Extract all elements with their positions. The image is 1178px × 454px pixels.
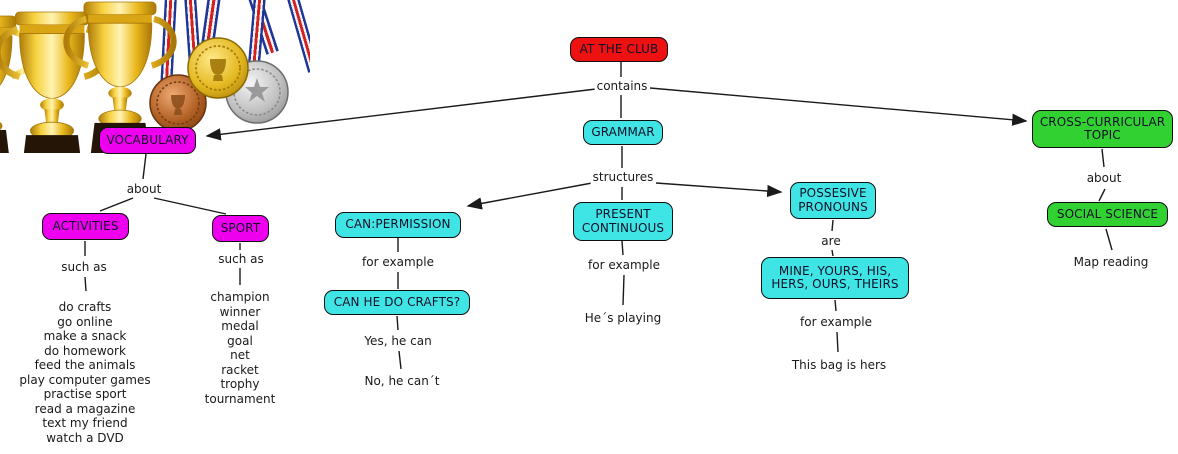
node-possesive-pronouns[interactable]: POSSESIVE PRONOUNS — [790, 182, 876, 219]
word-list-item: feed the animals — [34, 358, 136, 372]
node-vocabulary[interactable]: VOCABULARY — [99, 127, 196, 154]
link-label-are: are — [819, 234, 843, 248]
node-sport[interactable]: SPORT — [212, 215, 269, 242]
link-label-such-as-activities: such as — [59, 260, 109, 274]
node-cross-curricular-topic[interactable]: CROSS-CURRICULAR TOPIC — [1032, 110, 1173, 148]
node-can-permission[interactable]: CAN:PERMISSION — [335, 212, 461, 238]
word-list-item: tournament — [204, 391, 276, 406]
gold-medal-icon — [187, 37, 249, 99]
link-label-about-vocabulary: about — [124, 182, 164, 196]
word-list-item: net — [230, 348, 250, 362]
word-list-item: watch a DVD — [46, 430, 124, 445]
link-label-for-example-possessive: for example — [798, 315, 874, 329]
word-list-item: medal — [221, 319, 259, 333]
node-social-science[interactable]: SOCIAL SCIENCE — [1047, 202, 1168, 227]
link-label-for-example-present: for example — [586, 258, 662, 272]
word-list-item: racket — [221, 362, 259, 377]
word-list-item: winner — [219, 304, 261, 319]
node-at-the-club[interactable]: AT THE CLUB — [570, 37, 668, 62]
link-label-about-topic: about — [1084, 171, 1124, 185]
word-list-item: practise sport — [43, 387, 127, 401]
node-activities[interactable]: ACTIVITIES — [42, 213, 129, 240]
word-list-item: goal — [227, 333, 253, 348]
word-list-item: go online — [57, 314, 113, 329]
word-list-item: do crafts — [58, 300, 112, 314]
node-grammar[interactable]: GRAMMAR — [583, 120, 663, 145]
word-list-item: trophy — [220, 377, 260, 391]
example-yes-he-can: Yes, he can — [362, 334, 434, 348]
bronze-medal-icon — [149, 74, 207, 132]
word-list-item: do homework — [44, 343, 126, 358]
word-list-item: play computer games — [19, 372, 151, 387]
link-label-for-example-can: for example — [360, 255, 436, 269]
link-label-such-as-sport: such as — [216, 252, 266, 266]
example-map-reading: Map reading — [1071, 255, 1151, 269]
node-mine-yours-his-hers-ours-theirs[interactable]: MINE, YOURS, HIS, HERS, OURS, THEIRS — [761, 257, 909, 299]
link-label-structures: structures — [590, 170, 656, 184]
link-label-contains: contains — [594, 79, 650, 93]
word-list-item: read a magazine — [34, 401, 136, 416]
example-hes-playing: He´s playing — [582, 311, 664, 325]
word-list-item: make a snack — [43, 329, 127, 343]
example-this-bag-is-hers: This bag is hers — [789, 358, 889, 372]
node-can-he-do-crafts[interactable]: CAN HE DO CRAFTS? — [324, 290, 470, 315]
word-list-item: champion — [210, 290, 270, 304]
word-list-item: text my friend — [42, 416, 128, 430]
node-present-continuous[interactable]: PRESENT CONTINUOUS — [573, 202, 673, 241]
example-no-he-cant: No, he can´t — [362, 374, 442, 388]
